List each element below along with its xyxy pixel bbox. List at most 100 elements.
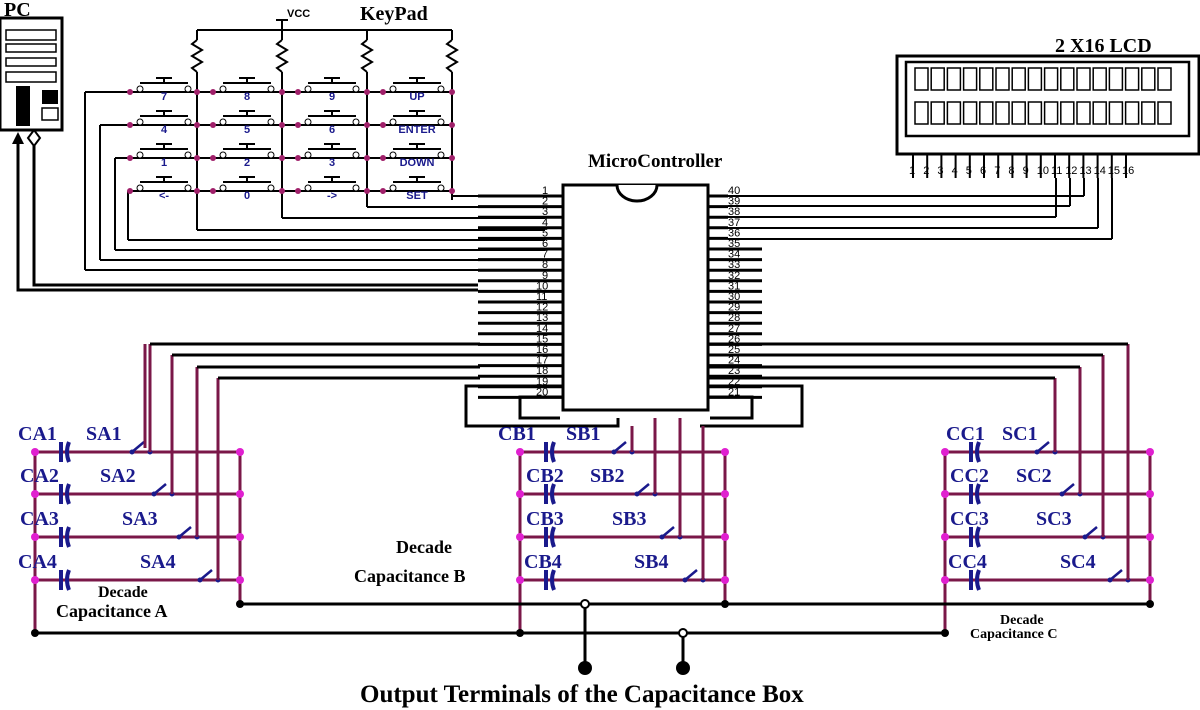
mcu-pin-label: 34: [728, 249, 740, 261]
capacitor-label: CC1: [946, 423, 985, 445]
keypad-key-label: 6: [329, 124, 335, 136]
keypad-key: 9: [295, 77, 370, 103]
lcd-pin-label: 16: [1122, 165, 1134, 177]
decade-b-line1: Decade: [396, 537, 452, 557]
keypad-key-label: UP: [409, 91, 424, 103]
lcd-pin-label: 6: [980, 165, 986, 177]
capacitor-label: CB1: [498, 423, 536, 445]
microcontroller-chip: [561, 183, 710, 412]
keypad-key: UP: [380, 77, 455, 103]
capacitor-label: CB3: [526, 508, 564, 530]
keypad-key-label: 2: [244, 157, 250, 169]
switch-label: SB3: [612, 508, 646, 530]
mcu-pin-label: 25: [728, 344, 740, 356]
lcd-pin-label: 8: [1008, 165, 1014, 177]
lcd-pin-label: 3: [937, 165, 943, 177]
keypad-key: ENTER: [380, 110, 455, 136]
mcu-pin-label: 1: [542, 185, 548, 197]
lcd-pin-label: 7: [994, 165, 1000, 177]
switch-label: SC2: [1016, 465, 1052, 487]
lcd-pin-label: 10: [1037, 165, 1049, 177]
mcu-pin-label: 11: [536, 291, 547, 303]
lcd-pin-label: 14: [1094, 165, 1106, 177]
mcu-pin-label: 40: [728, 185, 740, 197]
capacitor-label: CB4: [524, 551, 562, 573]
switch-label: SC4: [1060, 551, 1096, 573]
mcu-pin-label: 6: [542, 238, 548, 250]
vcc-label: VCC: [287, 8, 310, 20]
mcu-pin-label: 32: [728, 270, 740, 282]
mcu-pin-label: 10: [536, 280, 548, 292]
switch-label: SB4: [634, 551, 668, 573]
decade-a-line1: Decade: [98, 584, 148, 601]
lcd-label: 2 X16 LCD: [1055, 35, 1152, 57]
mcu-pin-label: 36: [728, 227, 740, 239]
switch-label: SB2: [590, 465, 624, 487]
keypad-key: 2: [210, 143, 285, 169]
output-buses: [31, 599, 1154, 675]
mcu-pin-label: 17: [536, 355, 548, 367]
keypad-key-label: ENTER: [398, 124, 435, 136]
capacitor-label: CC4: [948, 551, 987, 573]
keypad-key: SET: [380, 176, 455, 202]
mcu-pin-label: 7: [542, 249, 548, 261]
mcu-pin-label: 24: [728, 355, 740, 367]
mcu-pin-label: 26: [728, 333, 740, 345]
mcu-pin-label: 39: [728, 196, 740, 208]
switch-label: SA4: [140, 551, 176, 573]
keypad-key: 4: [127, 110, 200, 136]
mcu-label: MicroController: [588, 151, 723, 172]
keypad-key: 5: [210, 110, 285, 136]
keypad-key-label: 0: [244, 190, 250, 202]
mcu-pin-label: 30: [728, 291, 740, 303]
mcu-pin-label: 15: [536, 333, 548, 345]
capacitor-label: CC2: [950, 465, 989, 487]
lcd-pin-label: 13: [1079, 165, 1091, 177]
mcu-pin-label: 14: [536, 323, 548, 335]
keypad-key-label: DOWN: [400, 157, 435, 169]
keypad-key-label: 3: [329, 157, 335, 169]
mcu-pin-label: 28: [728, 312, 740, 324]
output-title: Output Terminals of the Capacitance Box: [360, 681, 804, 708]
keypad-key-label: 1: [161, 157, 167, 169]
pc-label: PC: [4, 0, 31, 21]
keypad-key: 0: [210, 176, 285, 202]
capacitor-label: CA2: [20, 465, 59, 487]
keypad-key-label: SET: [406, 190, 428, 202]
mcu-pin-label: 16: [536, 344, 548, 356]
capacitor-label: CA1: [18, 423, 57, 445]
keypad-key: DOWN: [380, 143, 455, 169]
keypad-label: KeyPad: [360, 3, 428, 25]
keypad-key-label: ->: [327, 190, 337, 202]
pc-serial-cable: [12, 128, 478, 292]
mcu-pin-label: 20: [536, 386, 548, 398]
lcd-pin-label: 11: [1051, 165, 1062, 177]
decade-c-line2: Capacitance C: [970, 627, 1058, 642]
keypad-key: ->: [295, 176, 370, 202]
lcd-pin-label: 12: [1065, 165, 1077, 177]
output-terminal-1: [578, 661, 592, 675]
keypad-key-label: 4: [161, 124, 168, 136]
mcu-pin-label: 33: [728, 259, 740, 271]
mcu-pin-label: 4: [542, 217, 548, 229]
lcd-pin-label: 1: [909, 165, 915, 177]
keypad-key: 8: [210, 77, 285, 103]
mcu-pin-label: 38: [728, 206, 740, 218]
mcu-pin-label: 35: [728, 238, 740, 250]
lcd-pin-label: 15: [1108, 165, 1120, 177]
output-terminal-2: [676, 661, 690, 675]
keypad-key: 1: [127, 143, 200, 169]
decade-c-line1: Decade: [1000, 613, 1044, 628]
lcd-pin-label: 5: [966, 165, 972, 177]
keypad-key: 6: [295, 110, 370, 136]
switch-label: SC1: [1002, 423, 1038, 445]
capacitor-label: CA4: [18, 551, 57, 573]
keypad-key-label: 9: [329, 91, 335, 103]
mcu-pin-label: 5: [542, 227, 548, 239]
decade-a-line2: Capacitance A: [56, 601, 168, 621]
lcd-pin-label: 2: [923, 165, 929, 177]
